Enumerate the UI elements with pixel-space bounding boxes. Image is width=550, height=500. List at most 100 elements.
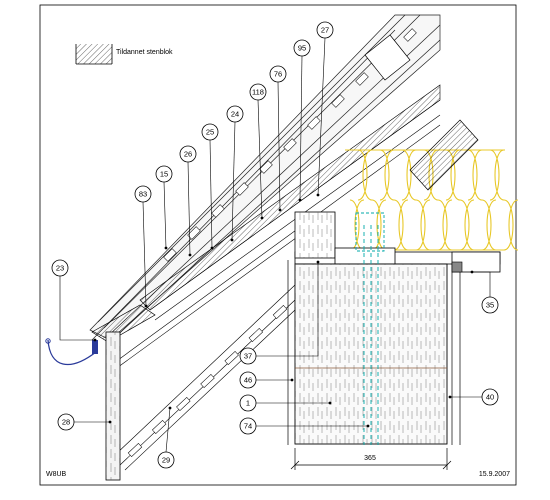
batten — [259, 160, 273, 174]
callout-circle — [269, 65, 287, 83]
callout-label: 23 — [56, 264, 64, 273]
callout-27: 27 — [316, 21, 334, 39]
batten — [403, 28, 417, 42]
callout-circle — [226, 105, 244, 123]
callout-74: 74 — [239, 417, 257, 435]
drawing-frame — [39, 4, 517, 486]
callout-label: 35 — [486, 301, 494, 310]
soffit-block — [127, 443, 143, 457]
top-plate — [334, 247, 396, 265]
footer-code: W8UB — [46, 471, 67, 478]
leader-c15 — [163, 181, 167, 249]
batten — [355, 72, 369, 86]
callout-circle — [481, 388, 499, 406]
callout-label: 1 — [246, 399, 250, 408]
callout-circle — [316, 21, 334, 39]
leader-c26 — [187, 161, 191, 256]
leader-c23 — [59, 276, 95, 341]
callout-label: 28 — [62, 418, 70, 427]
callout-circle — [57, 413, 75, 431]
leader-c95 — [299, 55, 303, 201]
callout-circle — [239, 417, 257, 435]
soffit-block — [200, 374, 215, 388]
callout-circle — [179, 145, 197, 163]
batten — [283, 138, 297, 152]
leader-c27 — [317, 37, 326, 196]
callout-label: 46 — [244, 376, 252, 385]
callout-circle — [239, 371, 257, 389]
soffit-block — [151, 420, 167, 434]
callout-circle — [51, 259, 69, 277]
callout-24: 24 — [226, 105, 244, 123]
callout-35: 35 — [481, 296, 499, 314]
leader-c25 — [209, 139, 213, 249]
dimension-line — [290, 448, 452, 470]
soffit-block — [272, 305, 288, 319]
callout-15: 15 — [155, 165, 173, 183]
callout-46: 46 — [239, 371, 257, 389]
callout-37: 37 — [239, 347, 257, 365]
callout-95: 95 — [293, 39, 311, 57]
truss-member — [409, 119, 479, 191]
callout-circle — [134, 185, 152, 203]
ridge-member — [364, 34, 411, 81]
callout-circle — [201, 123, 219, 141]
callout-26: 26 — [179, 145, 197, 163]
callout-circle — [157, 451, 175, 469]
callout-label: 118 — [252, 88, 264, 97]
callout-circle — [293, 39, 311, 57]
callout-83: 83 — [134, 185, 152, 203]
callout-label: 24 — [231, 110, 239, 119]
callout-label: 83 — [139, 190, 147, 199]
cavity-tie — [355, 212, 385, 445]
legend-hatch-swatch — [76, 44, 112, 64]
callout-23: 23 — [51, 259, 69, 277]
callout-label: 15 — [160, 170, 168, 179]
gutter-bracket — [92, 340, 98, 354]
callout-label: 37 — [244, 352, 252, 361]
rafter-board — [113, 99, 441, 371]
soffit-block — [248, 328, 264, 342]
batten — [163, 248, 177, 262]
gutter-bead — [45, 338, 51, 344]
callout-40: 40 — [481, 388, 499, 406]
callout-circle — [249, 83, 267, 101]
callout-circle — [481, 296, 499, 314]
leader-c37 — [256, 262, 319, 357]
callout-label: 74 — [244, 422, 252, 431]
batten — [211, 204, 225, 218]
callout-25: 25 — [201, 123, 219, 141]
callout-label: 25 — [206, 128, 214, 137]
leader-c24 — [231, 121, 236, 241]
tile-battens — [163, 28, 417, 262]
batten — [307, 116, 321, 130]
callout-1: 1 — [239, 394, 257, 412]
batten — [331, 94, 345, 108]
legend: Tildannet stenblok — [75, 44, 173, 65]
callout-118: 118 — [249, 83, 267, 101]
callout-28: 28 — [57, 413, 75, 431]
callout-label: 27 — [321, 26, 329, 35]
leader-c83 — [142, 201, 147, 307]
dimension-value: 365 — [364, 455, 376, 462]
soffit-block — [176, 397, 191, 411]
leader-lines — [59, 37, 491, 453]
callout-label: 40 — [486, 393, 494, 402]
leader-c29 — [165, 407, 171, 453]
insulation-wave — [349, 199, 519, 251]
leader-c118 — [257, 99, 263, 219]
footer-date: 15.9.2007 — [479, 471, 510, 478]
callout-label: 95 — [298, 44, 306, 53]
callout-76: 76 — [269, 65, 287, 83]
soffit-block — [224, 351, 239, 365]
leader-c35 — [472, 271, 491, 297]
callout-label: 76 — [274, 70, 282, 79]
callout-label: 26 — [184, 150, 192, 159]
legend-label: Tildannet stenblok — [116, 49, 173, 56]
leader-c76 — [277, 81, 281, 211]
callout-circle — [239, 347, 257, 365]
soffit-blocks — [127, 305, 288, 457]
